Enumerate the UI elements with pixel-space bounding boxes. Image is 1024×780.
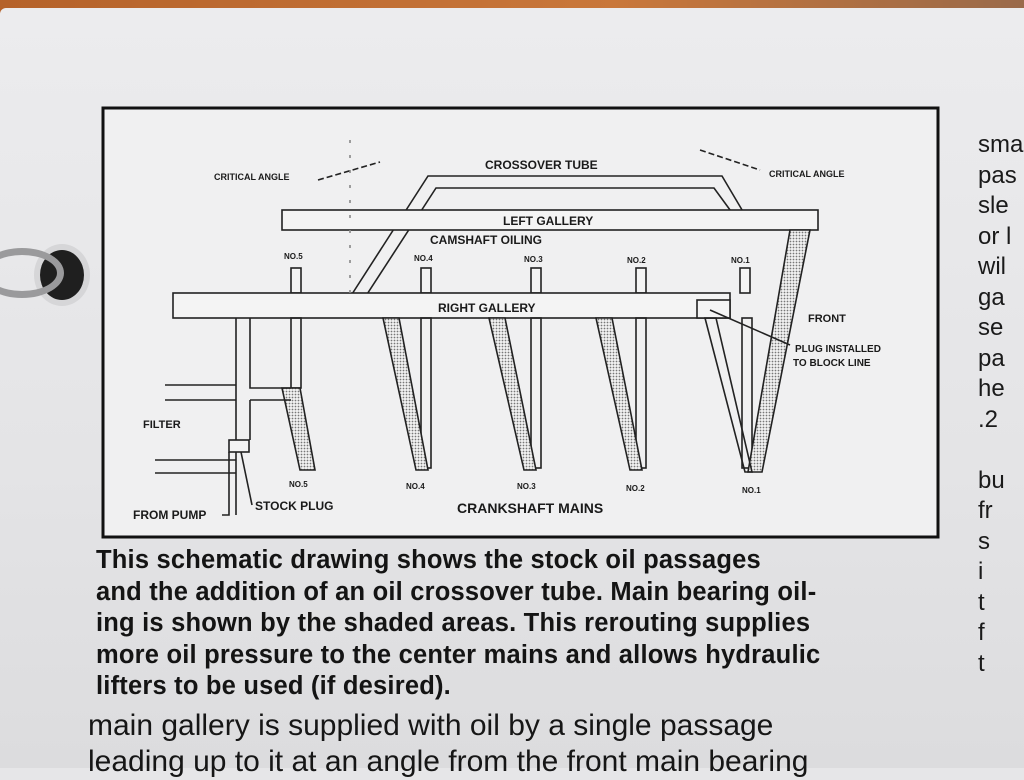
front-label: FRONT [808,313,846,325]
right-line: .2 [978,405,999,433]
right-column-text: sma pas sle or l wil ga se pa he .2 bu f… [978,130,1023,679]
pump-filter-passages [155,318,291,516]
figure-caption: This schematic drawing shows the stock o… [96,545,956,703]
cam-number-1: NO.1 [731,256,750,265]
left-gallery-label: LEFT GALLERY [503,214,593,228]
cam-number-2: NO.2 [627,256,646,265]
crankshaft-mains-label: CRANKSHAFT MAINS [457,500,603,516]
cam-number-3: NO.3 [524,255,543,264]
caption-line: more oil pressure to the center mains an… [96,640,821,669]
critical-angle-right-label: CRITICAL ANGLE [769,169,845,179]
right-line: s [978,527,990,555]
main-number-2: NO.2 [626,484,645,493]
crossover-tube-inner [359,187,734,306]
right-line: fr [978,497,993,524]
caption-line: and the addition of an oil crossover tub… [96,577,817,606]
cam-number-4: NO.4 [414,254,433,263]
right-line: he [978,375,1005,402]
right-line: se [978,314,1004,341]
right-line: i [978,558,984,585]
critical-angle-left-label: CRITICAL ANGLE [214,172,290,182]
plug-label-line2: TO BLOCK LINE [793,358,871,369]
right-gallery [172,292,731,319]
caption-line: ing is shown by the shaded areas. This r… [96,609,811,637]
front-plug [696,299,731,319]
body-text: main gallery is supplied with oil by a s… [88,708,808,780]
body-line: leading up to it at an angle from the fr… [88,745,809,778]
right-line: sma [978,131,1024,158]
right-line: bu [978,466,1005,494]
stock-plug-label: STOCK PLUG [255,499,333,513]
main-number-5: NO.5 [289,480,308,489]
right-line: t [978,649,985,677]
plug-label-line1: PLUG INSTALLED [795,344,881,355]
left-gallery [281,209,819,231]
main-number-1: NO.1 [742,486,761,495]
right-line: sle [978,192,1009,219]
main-number-3: NO.3 [517,482,536,491]
right-line: or l [978,222,1012,250]
crossover-tube-label: CROSSOVER TUBE [485,158,598,172]
crossover-tube-outer [344,175,749,306]
filter-label: FILTER [143,419,181,431]
right-line: pa [978,344,1005,372]
diagram-frame [101,106,940,539]
right-gallery-label: RIGHT GALLERY [438,301,536,315]
binder-ring [0,248,64,298]
body-line: main gallery is supplied with oil by a s… [88,709,774,742]
from-pump-label: FROM PUMP [133,508,206,522]
main-number-4: NO.4 [406,482,425,491]
right-line: ga [978,283,1005,311]
right-line: wil [978,253,1006,280]
caption-line: This schematic drawing shows the stock o… [96,546,761,574]
right-line: f [978,619,985,646]
camshaft-oiling-label: CAMSHAFT OILING [430,233,542,247]
right-line [978,435,1023,466]
caption-line: lifters to be used (if desired). [96,672,451,700]
right-line: pas [978,161,1017,189]
cam-number-5: NO.5 [284,252,303,261]
main-bearing-oiling-shaded [281,229,811,473]
right-line: t [978,588,985,616]
